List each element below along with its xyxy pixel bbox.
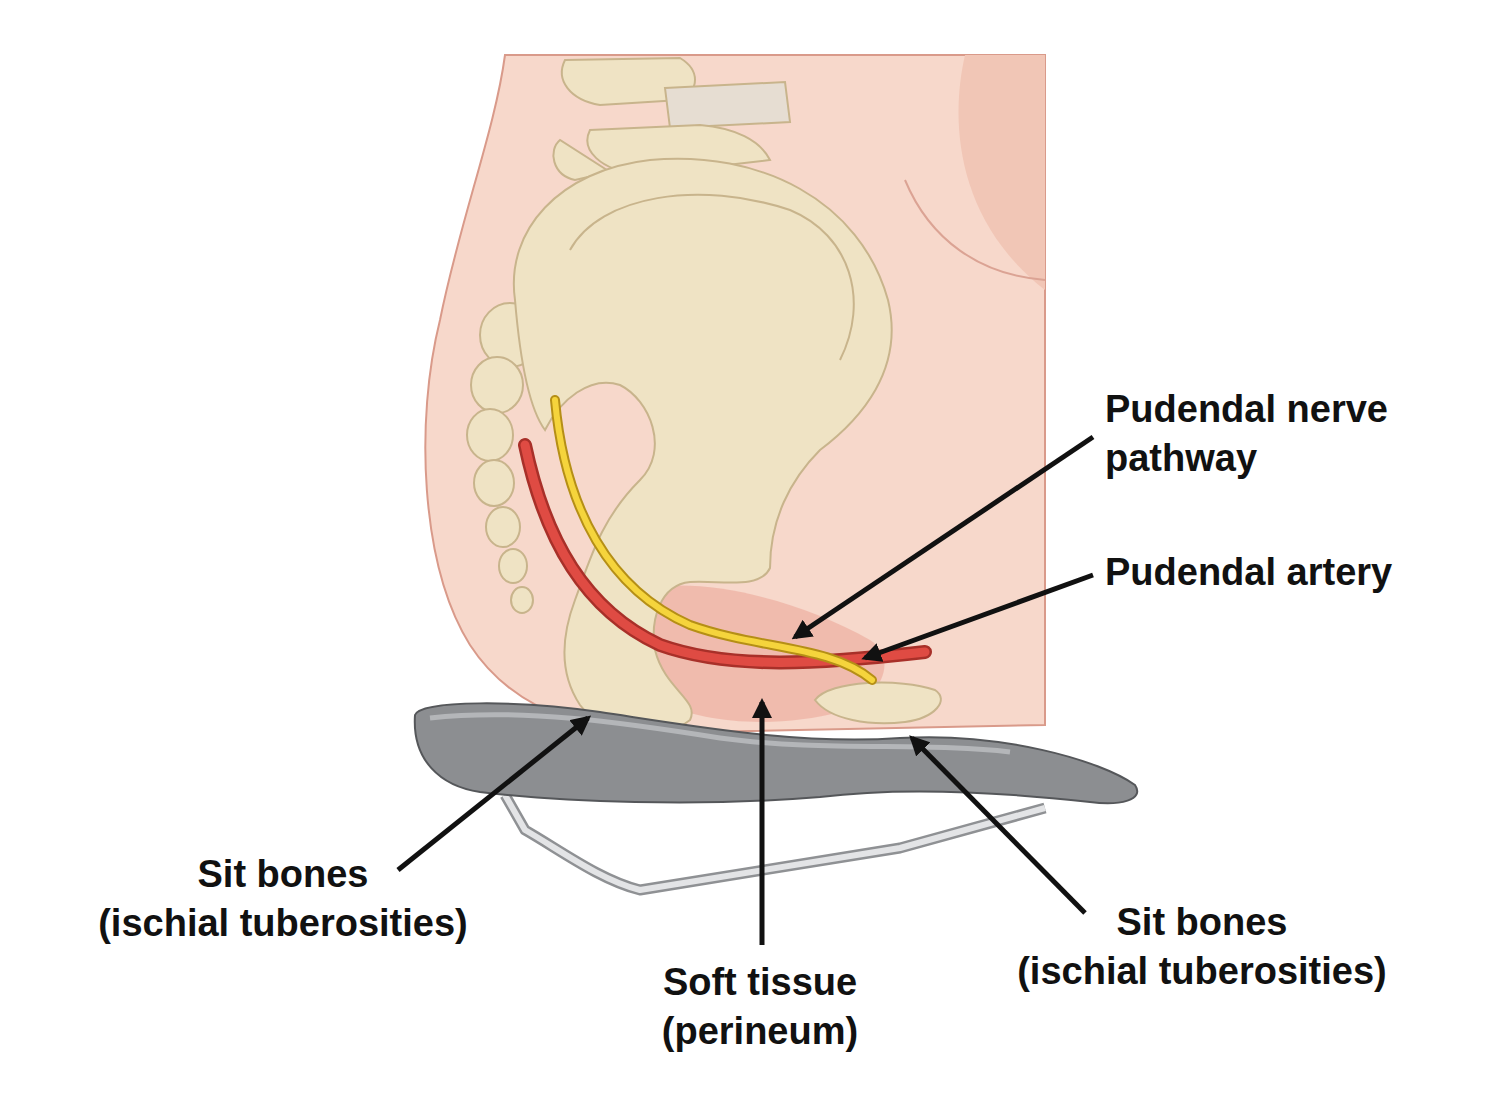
iliac-fossa: [570, 195, 854, 360]
callout-label: Pudendal artery: [1105, 548, 1465, 597]
thigh-shading: [958, 55, 1045, 290]
label-line: Sit bones: [63, 850, 503, 899]
saddle: [415, 703, 1137, 803]
saddle-rails: [505, 795, 1045, 890]
pubic-bone: [815, 683, 941, 724]
leader-line: [760, 702, 765, 945]
label-line: (ischial tuberosities): [63, 899, 503, 948]
hip-crease: [905, 180, 1045, 280]
label-line: Sit bones: [982, 898, 1422, 947]
saddle-rails-core: [505, 795, 1045, 890]
label-line: (perineum): [540, 1007, 980, 1056]
pelvis-bone: [514, 159, 892, 734]
callout-label: Soft tissue (perineum): [540, 958, 980, 1057]
label-line: Pudendal artery: [1105, 548, 1465, 597]
pudendal-nerve-core: [555, 400, 872, 680]
leader-line: [865, 575, 1093, 658]
label-line: Soft tissue: [540, 958, 980, 1007]
pudendal-artery: [525, 445, 925, 662]
leader-lines: [398, 437, 1093, 945]
leader-line: [398, 718, 588, 870]
callout-label: Sit bones (ischial tuberosities): [982, 898, 1422, 997]
leader-line: [912, 738, 1085, 913]
callout-label: Pudendal nerve pathway: [1105, 385, 1405, 484]
pudendal-nerve: [555, 400, 872, 680]
label-line: Pudendal nerve pathway: [1105, 385, 1405, 484]
pudendal-artery-core: [525, 445, 925, 662]
leader-line: [795, 437, 1093, 637]
callout-label: Sit bones (ischial tuberosities): [63, 850, 503, 949]
body-outline: [425, 55, 1045, 734]
label-line: (ischial tuberosities): [982, 947, 1422, 996]
